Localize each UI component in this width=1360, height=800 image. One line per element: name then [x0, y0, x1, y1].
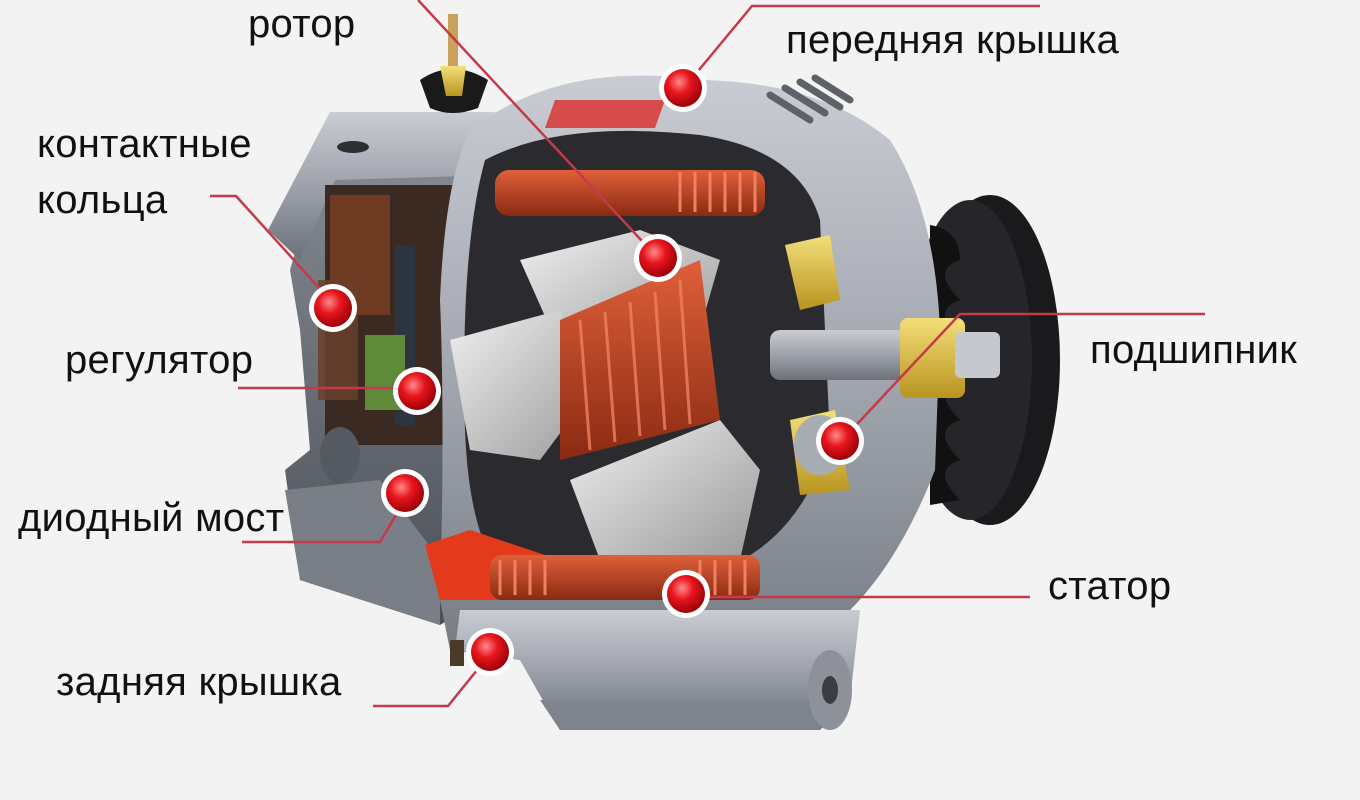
- label-bearing: подшипник: [1090, 328, 1298, 372]
- terminal-post: [420, 14, 488, 113]
- leader-bearing: [844, 312, 1205, 438]
- label-slip-rings-2: кольца: [37, 178, 168, 222]
- label-slip-rings-1: контактные: [37, 122, 252, 166]
- marker-rotor: [634, 234, 682, 282]
- marker-regulator: [393, 367, 441, 415]
- label-stator: статор: [1048, 564, 1172, 608]
- leader-front-cover: [683, 4, 1040, 89]
- marker-front-cover: [659, 64, 707, 112]
- marker-bearing: [816, 417, 864, 465]
- label-rear-cover: задняя крышка: [56, 660, 342, 704]
- leader-lines: [210, 0, 1205, 708]
- label-diode-bridge: диодный мост: [18, 496, 285, 540]
- label-rotor: ротор: [248, 2, 356, 46]
- callout-markers: [309, 64, 864, 676]
- label-regulator: регулятор: [65, 338, 254, 382]
- label-front-cover: передняя крышка: [786, 18, 1120, 62]
- marker-slip-rings: [309, 284, 357, 332]
- marker-diode-bridge: [381, 469, 429, 517]
- marker-stator: [662, 570, 710, 618]
- marker-rear-cover: [466, 628, 514, 676]
- leader-rotor: [417, 0, 656, 256]
- leader-slip-rings: [210, 194, 331, 301]
